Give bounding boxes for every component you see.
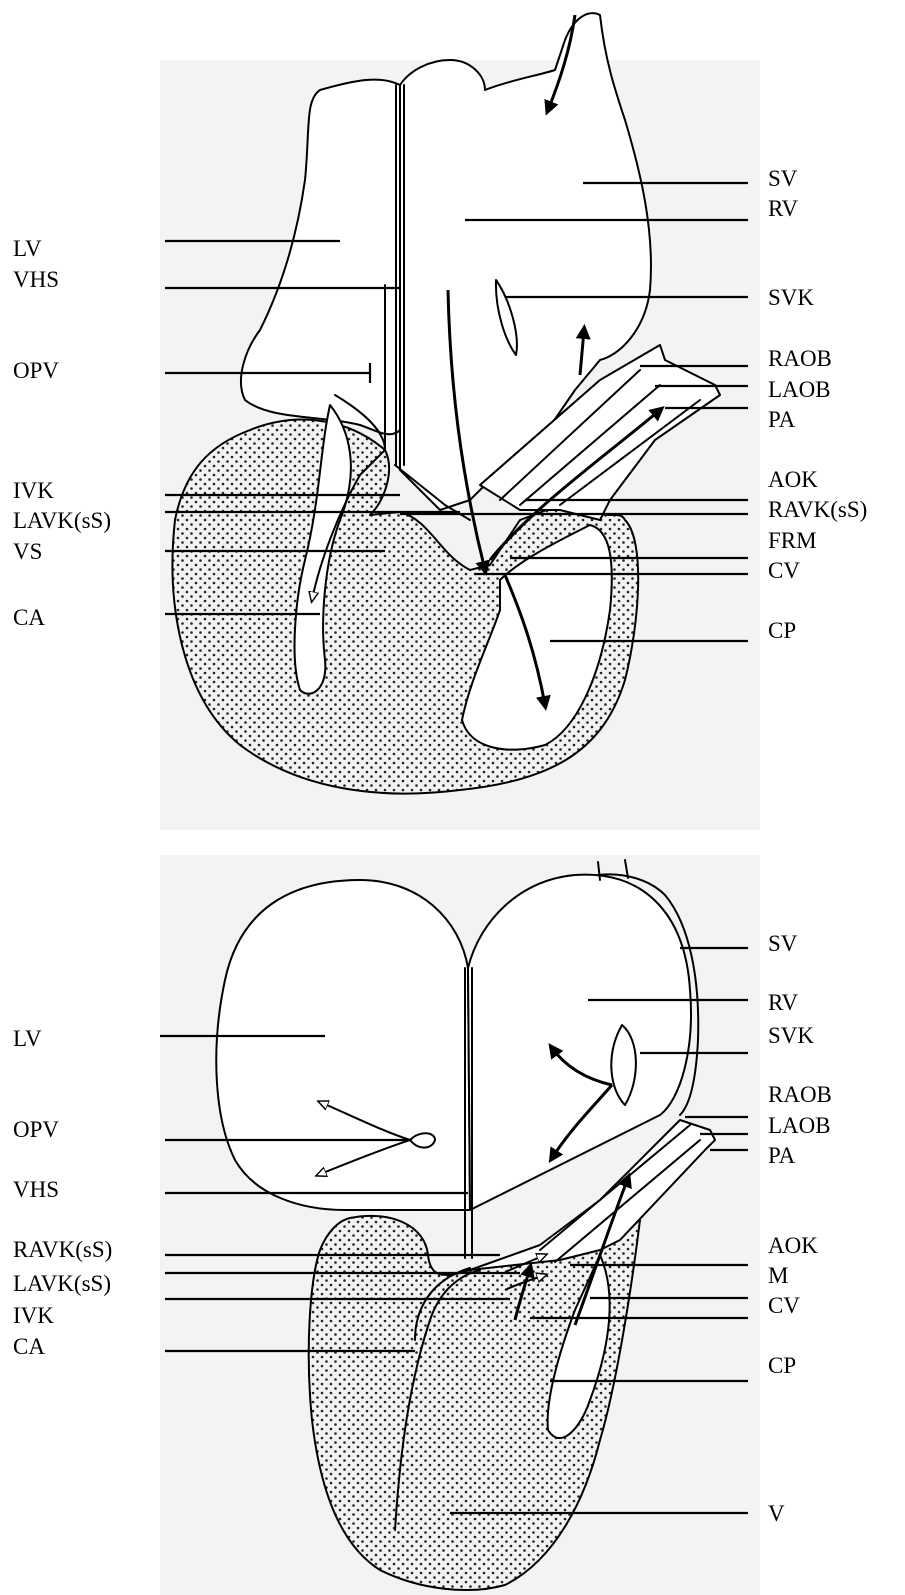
bottom-label-laob: LAOB <box>768 1113 831 1138</box>
bottom-figure: LV OPV VHS RAVK(sS) LAVK(sS) IVK CA SV R… <box>13 855 832 1595</box>
top-figure: LV VHS OPV IVK LAVK(sS) VS CA SV RV SVK … <box>13 13 867 830</box>
bottom-label-ca: CA <box>13 1334 45 1359</box>
top-label-cv: CV <box>768 558 800 583</box>
bottom-label-v: V <box>768 1501 785 1526</box>
bottom-label-lavk: LAVK(sS) <box>13 1271 111 1296</box>
bottom-label-aok: AOK <box>768 1233 818 1258</box>
bottom-left-ventricle <box>216 880 470 1210</box>
top-label-aok: AOK <box>768 467 818 492</box>
bottom-label-cv: CV <box>768 1293 800 1318</box>
top-label-rv: RV <box>768 196 798 221</box>
top-label-raob: RAOB <box>768 346 832 371</box>
bottom-label-vhs: VHS <box>13 1177 59 1202</box>
top-label-svk: SVK <box>768 285 814 310</box>
top-label-ca: CA <box>13 605 45 630</box>
top-label-ravk: RAVK(sS) <box>768 497 867 522</box>
bottom-label-m: M <box>768 1263 788 1288</box>
bottom-label-pa: PA <box>768 1143 796 1168</box>
top-label-opv: OPV <box>13 358 59 383</box>
top-label-cp: CP <box>768 618 796 643</box>
bottom-label-opv: OPV <box>13 1117 59 1142</box>
bottom-label-ravk: RAVK(sS) <box>13 1237 112 1262</box>
bottom-label-ivk: IVK <box>13 1303 54 1328</box>
bottom-label-sv: SV <box>768 931 798 956</box>
top-label-frm: FRM <box>768 528 817 553</box>
top-label-pa: PA <box>768 407 796 432</box>
bottom-label-rv: RV <box>768 990 798 1015</box>
top-label-sv: SV <box>768 166 798 191</box>
bottom-label-raob: RAOB <box>768 1082 832 1107</box>
top-label-lavk: LAVK(sS) <box>13 508 111 533</box>
bottom-label-lv: LV <box>13 1026 42 1051</box>
bottom-label-cp: CP <box>768 1353 796 1378</box>
top-label-vs: VS <box>13 539 42 564</box>
top-label-lv: LV <box>13 236 42 261</box>
top-label-ivk: IVK <box>13 478 54 503</box>
bottom-label-svk: SVK <box>768 1023 814 1048</box>
top-label-laob: LAOB <box>768 377 831 402</box>
top-label-vhs: VHS <box>13 267 59 292</box>
